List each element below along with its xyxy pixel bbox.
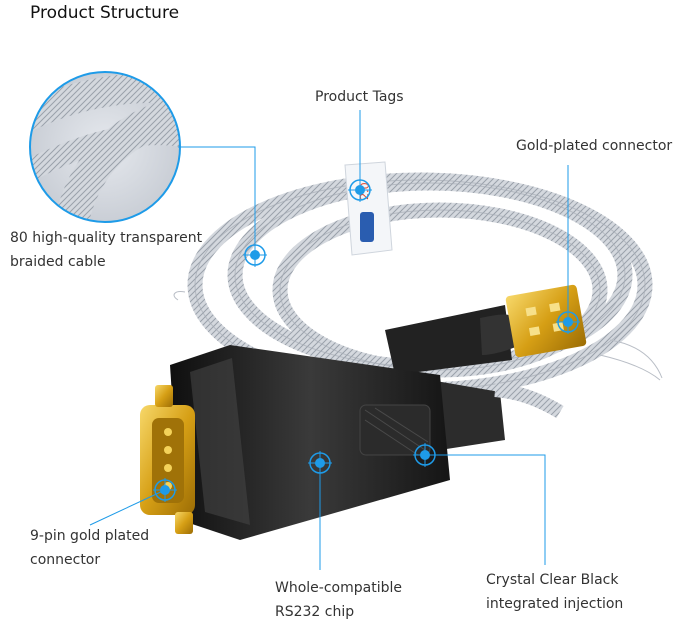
callout-pin-connector: 9-pin gold plated connector [30,524,149,572]
zoom-inset [29,71,181,223]
callout-text: Whole-compatible [275,580,402,596]
callout-text: Product Tags [315,89,404,105]
callout-injection: Crystal Clear Black integrated injection [486,568,623,616]
callout-text: 80 high-quality transparent [10,230,203,246]
marker-braided-cable [243,243,267,267]
callout-text: connector [30,552,101,568]
callout-braided-cable: 80 high-quality transparent braided cabl… [10,226,202,274]
callout-gold-connector: Gold-plated connector [516,134,672,158]
callout-product-tags: Product Tags [315,85,404,109]
callout-text: RS232 chip [275,604,355,620]
marker-rs232-chip [308,451,332,475]
callout-text: Crystal Clear Black [486,572,619,588]
usb-connector [385,284,587,375]
product-tag: 2.0 [344,161,393,256]
strain-relief [430,380,564,450]
marker-gold-connector [556,310,580,334]
callout-text: integrated injection [486,596,624,612]
marker-product-tag [348,178,372,202]
callout-rs232-chip: Whole-compatible RS232 chip [275,576,402,624]
serial-body [170,345,450,540]
marker-pin-connector [153,478,177,502]
page-title: Product Structure [30,3,180,23]
loose-strands [173,291,663,381]
callout-text: 9-pin gold plated [30,528,150,544]
callout-text: braided cable [10,254,106,270]
marker-injection [413,443,437,467]
db9-connector [140,385,195,534]
callout-lines [89,110,569,570]
callout-markers [153,178,580,502]
callout-text: Gold-plated connector [516,138,673,154]
